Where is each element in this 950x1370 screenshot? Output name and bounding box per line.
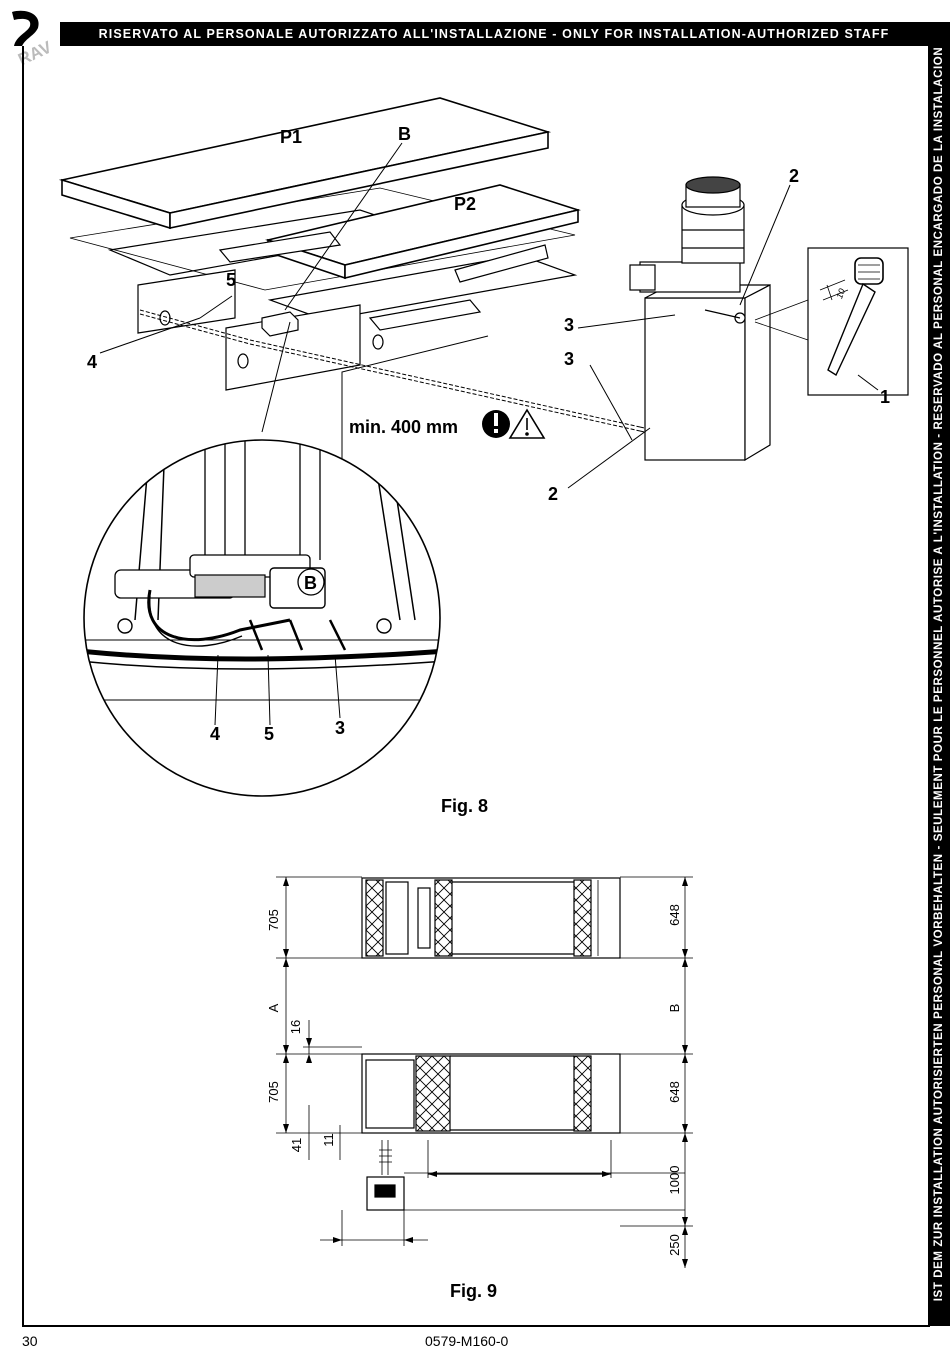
svg-text:10: 10: [834, 287, 847, 300]
dim-left-gap: A: [266, 1003, 281, 1012]
dimension-lines: [276, 876, 693, 1268]
top-banner: RISERVATO AL PERSONALE AUTORIZZATO ALL'I…: [60, 22, 928, 46]
platform-label-p1: P1: [280, 127, 302, 147]
hydraulic-power-unit: [629, 176, 771, 462]
callout-2-bottom: 2: [548, 484, 558, 504]
figure-9-caption: Fig. 9: [450, 1281, 498, 1301]
dim-right-top: 648: [667, 904, 682, 926]
callout-4-detail: 4: [210, 724, 220, 744]
callout-1: 1: [880, 387, 890, 407]
dim-right-front: 1000: [667, 1166, 682, 1195]
dim-left-offset: 41: [289, 1138, 304, 1152]
dim-left-top: 705: [266, 909, 281, 931]
callout-3-pump: 3: [564, 315, 574, 335]
dimension-arrows: [283, 877, 688, 1268]
side-banner: IST DEM ZUR INSTALLATION AUTORISIERTEN P…: [928, 22, 950, 1326]
left-border: [22, 46, 24, 1326]
callout-3-detail: 3: [335, 718, 345, 738]
exclamation-icon: [482, 410, 510, 438]
callout-2-top: 2: [789, 166, 799, 186]
detail-circle: [84, 440, 440, 796]
brand-logo: RAV: [4, 6, 55, 69]
dim-right-gap: B: [667, 1004, 682, 1013]
dim-left-small: 16: [288, 1020, 303, 1034]
dim-left-bottom: 705: [266, 1081, 281, 1103]
callout-leaders: [99, 142, 879, 489]
clearance-note: min. 400 mm: [349, 417, 458, 437]
dim-left-offset-small: 11: [321, 1133, 336, 1147]
lift-3d-illustration: [58, 97, 730, 470]
callout-5: 5: [226, 270, 236, 290]
platform-label-p2: P2: [454, 194, 476, 214]
page-number: 30: [22, 1333, 38, 1349]
callout-3-pipe: 3: [564, 349, 574, 369]
figure-8-caption: Fig. 8: [441, 796, 489, 816]
detail-b-label: B: [398, 124, 411, 144]
plan-view: [361, 877, 621, 1211]
callout-4: 4: [87, 352, 97, 372]
dipstick-detail: 10: [754, 247, 909, 396]
warning-triangle-icon: [508, 408, 546, 439]
dim-right-bottom: 648: [667, 1081, 682, 1103]
document-code: 0579-M160-0: [425, 1333, 509, 1349]
detail-circle-outline: [83, 439, 441, 797]
callout-5-detail: 5: [264, 724, 274, 744]
detail-b-inset-label: B: [304, 573, 317, 593]
bottom-border: [22, 1325, 930, 1327]
dim-right-pump: 250: [667, 1234, 682, 1256]
